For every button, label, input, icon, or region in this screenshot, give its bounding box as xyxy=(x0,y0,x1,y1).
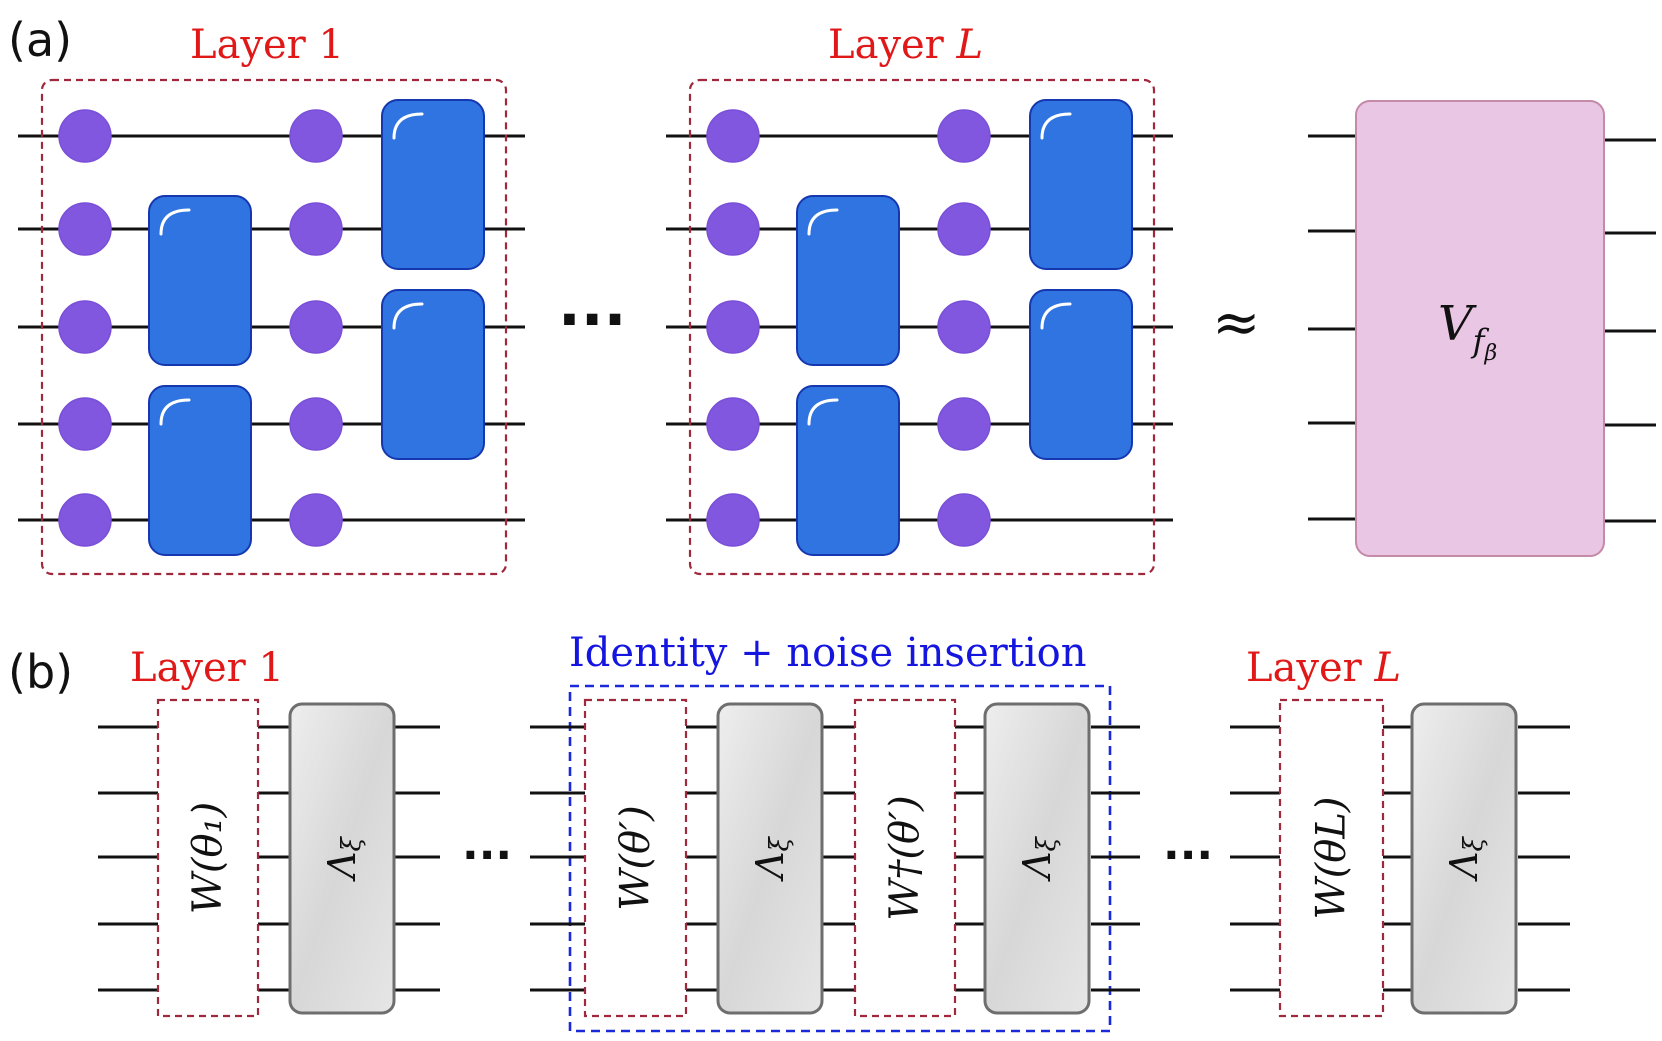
two-qubit-gate xyxy=(381,99,485,270)
unitary-W-dagger-theta-prime-label: W†(θ′) xyxy=(882,795,928,921)
two-qubit-gate xyxy=(148,385,252,556)
single-qubit-gate xyxy=(58,109,112,163)
single-qubit-gate xyxy=(937,493,991,547)
noise-channel-label: Λξ xyxy=(1442,835,1489,881)
noise-channel-box xyxy=(716,702,824,1015)
noise-symbol: Λ xyxy=(748,851,792,881)
single-qubit-gate xyxy=(58,202,112,256)
two-qubit-gate xyxy=(796,385,900,556)
noise-symbol: Λ xyxy=(1442,851,1486,881)
unitary-W-theta-prime-label: W(θ′) xyxy=(613,805,659,911)
single-qubit-gate xyxy=(706,493,760,547)
layer-L-title-b: Layer L xyxy=(1246,645,1401,691)
layer-box xyxy=(40,78,508,576)
insertion-title: Identity + noise insertion xyxy=(569,630,1086,676)
noise-channel-box xyxy=(1410,702,1518,1015)
gate-highlight xyxy=(1040,112,1072,140)
gate-highlight xyxy=(159,398,191,426)
noise-channel-label: Λξ xyxy=(748,835,795,881)
panel-b-label: (b) xyxy=(8,645,73,699)
layer-L-title-a: Layer L xyxy=(828,22,983,68)
target-unitary-box xyxy=(1355,100,1605,557)
noise-subscript: ξ xyxy=(1459,835,1489,851)
single-qubit-gate xyxy=(706,109,760,163)
unitary-W-theta-1-label: W(θ₁) xyxy=(185,802,231,914)
target-unitary: Vfβ xyxy=(1308,100,1656,557)
gate-highlight xyxy=(807,208,839,236)
single-qubit-gate xyxy=(289,300,343,354)
single-qubit-gate xyxy=(937,397,991,451)
gate-highlight xyxy=(1040,302,1072,330)
ellipsis-b-2: ··· xyxy=(1163,830,1213,881)
two-qubit-gate xyxy=(1029,289,1133,460)
noise-subscript: ξ xyxy=(765,835,795,851)
layer-box xyxy=(688,78,1156,576)
panel-a: (a) Layer 1 Layer L ··· ≈ Vfβ xyxy=(8,13,1656,576)
unitary-W-theta-L-label: W(θL) xyxy=(1309,797,1355,920)
noise-symbol: Λ xyxy=(1015,851,1059,881)
noise-symbol: Λ xyxy=(320,851,364,881)
noise-channel-label: Λξ xyxy=(320,835,367,881)
unitary-W-theta-1-box xyxy=(156,698,260,1018)
ellipsis-a: ··· xyxy=(558,285,626,355)
single-qubit-gate xyxy=(706,202,760,256)
noise-subscript: ξ xyxy=(1032,835,1062,851)
single-qubit-gate xyxy=(937,300,991,354)
gate-highlight xyxy=(807,398,839,426)
unitary-W-theta-prime-box xyxy=(583,698,688,1018)
layer-L-circuit xyxy=(666,78,1173,576)
single-qubit-gate xyxy=(706,397,760,451)
target-unitary-label: Vfβ xyxy=(1438,296,1497,366)
layer-1-title-b: Layer 1 xyxy=(130,645,284,691)
noise-channel-box xyxy=(288,702,396,1015)
single-qubit-gate xyxy=(289,202,343,256)
gate-highlight xyxy=(159,208,191,236)
single-qubit-gate xyxy=(937,202,991,256)
unitary-W-theta-L-box xyxy=(1278,698,1385,1018)
approx-symbol: ≈ xyxy=(1212,288,1261,356)
gate-highlight xyxy=(392,302,424,330)
noise-channel-label: Λξ xyxy=(1015,835,1062,881)
noise-channel-box xyxy=(983,702,1091,1015)
layer-1-circuit xyxy=(18,78,525,576)
panel-a-label: (a) xyxy=(8,13,72,67)
ellipsis-b-1: ··· xyxy=(462,830,512,881)
single-qubit-gate xyxy=(289,493,343,547)
unitary-W-dagger-theta-prime-box xyxy=(853,698,957,1018)
single-qubit-gate xyxy=(58,493,112,547)
two-qubit-gate xyxy=(381,289,485,460)
single-qubit-gate xyxy=(706,300,760,354)
two-qubit-gate xyxy=(148,195,252,366)
single-qubit-gate xyxy=(289,397,343,451)
single-qubit-gate xyxy=(58,397,112,451)
gate-highlight xyxy=(392,112,424,140)
two-qubit-gate xyxy=(796,195,900,366)
noise-subscript: ξ xyxy=(337,835,367,851)
two-qubit-gate xyxy=(1029,99,1133,270)
single-qubit-gate xyxy=(937,109,991,163)
single-qubit-gate xyxy=(58,300,112,354)
single-qubit-gate xyxy=(289,109,343,163)
panel-b: (b) Layer 1 Identity + noise insertion L… xyxy=(8,630,1570,1033)
layer-1-title-a: Layer 1 xyxy=(190,22,344,68)
